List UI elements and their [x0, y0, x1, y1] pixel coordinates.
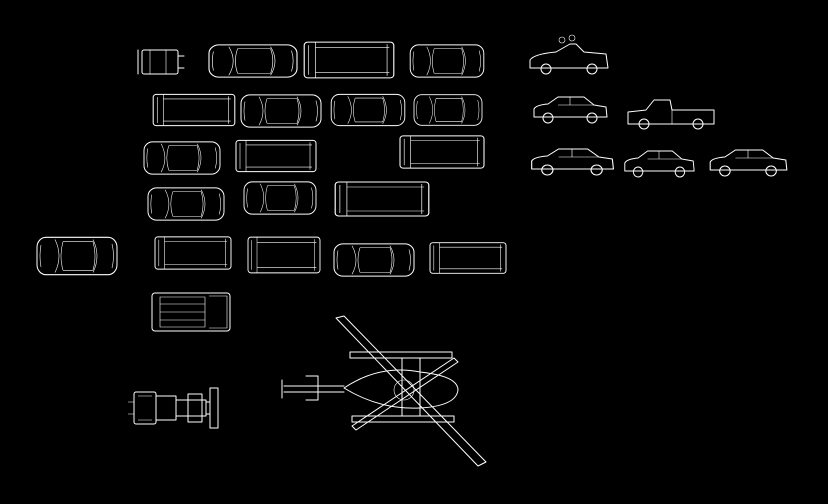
sedan-top-icon-5 — [334, 181, 430, 217]
hatchback-side-icon — [533, 96, 608, 124]
bulldozer-top-icon — [128, 387, 219, 429]
convertible-top-icon — [152, 93, 236, 127]
pickup-side-icon — [627, 99, 715, 130]
sedan-top-icon-4 — [243, 181, 317, 215]
sedan-top-icon-7 — [429, 242, 507, 274]
pickup-top-icon — [235, 139, 317, 173]
sedan-top-icon-6 — [333, 243, 415, 277]
convertible-top-icon-2 — [143, 141, 221, 175]
sedan-top-icon-2 — [240, 94, 322, 128]
sedan-top-icon — [208, 44, 298, 78]
hatchback-top-icon — [147, 187, 225, 221]
sedan-top-icon-3 — [413, 94, 483, 126]
pickup-top-icon-2 — [247, 236, 321, 274]
convertible-side-icon — [529, 34, 609, 75]
coupe-top-icon — [409, 44, 485, 78]
compact-top-icon — [36, 236, 118, 276]
jeep-top-icon — [154, 236, 232, 270]
wagon-top-icon — [399, 135, 485, 169]
sedan-side-icon-3 — [709, 149, 788, 177]
van-top-icon — [303, 41, 395, 79]
forklift-top-icon — [137, 49, 185, 75]
flatbed-top-icon — [151, 292, 231, 332]
helicopter-top-icon — [281, 315, 487, 467]
sports-top-icon — [330, 93, 406, 127]
sedan-side-icon — [531, 148, 615, 176]
sedan-side-icon-2 — [624, 150, 695, 178]
